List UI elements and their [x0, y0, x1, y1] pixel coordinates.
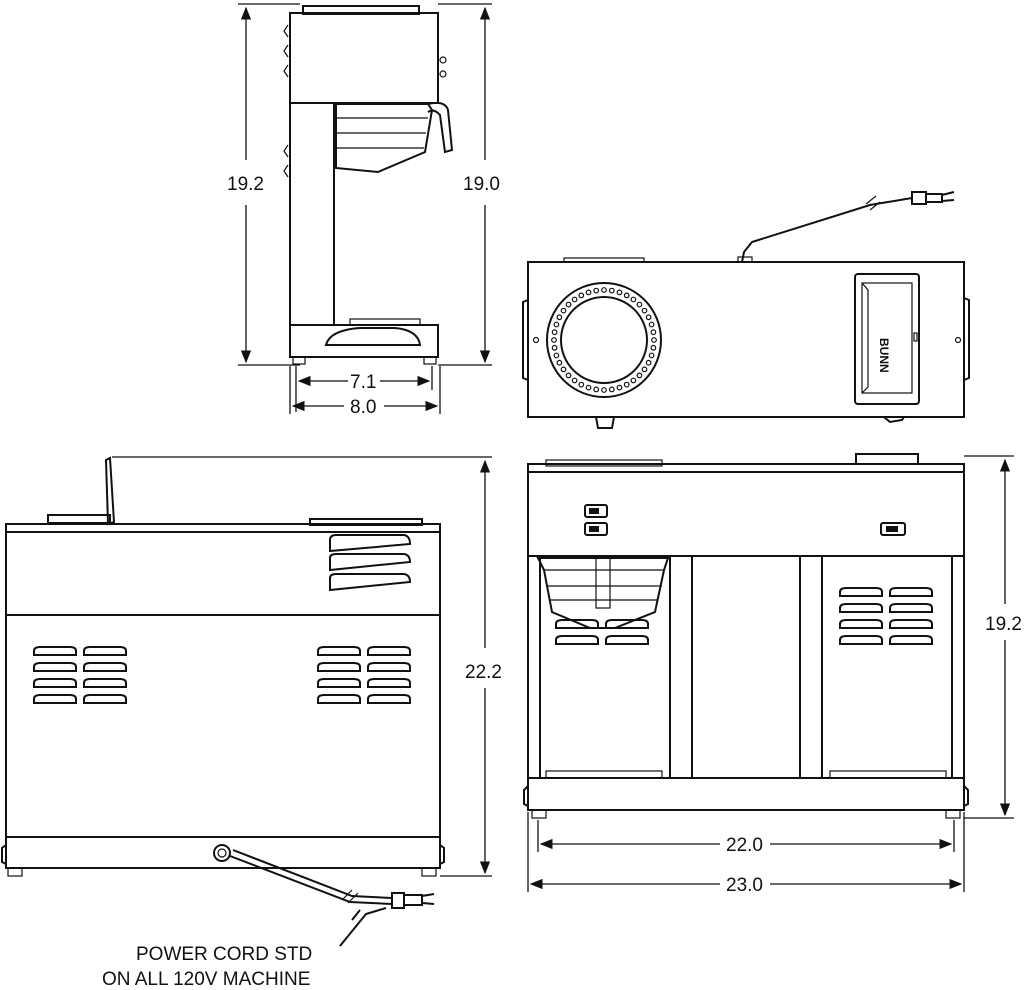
vent-slot [33, 678, 77, 688]
spray-hole [556, 359, 563, 366]
vent-slot [605, 635, 649, 645]
spray-hole [578, 292, 585, 299]
vents-right [317, 646, 411, 704]
spray-hole [623, 381, 630, 388]
vent-slot [83, 694, 127, 704]
depth-label: 22.2 [465, 662, 502, 683]
vent-slot [83, 646, 127, 656]
spray-hole [636, 372, 643, 379]
vent-slot [33, 694, 77, 704]
vent-slot [889, 587, 933, 597]
vent-slot [889, 635, 933, 645]
vent-slot [839, 603, 883, 613]
spray-hole [601, 387, 607, 393]
vents-left [33, 646, 127, 704]
spray-hole [553, 321, 560, 328]
front-dimensions: 19.2 22.0 23.0 [527, 455, 1022, 896]
spray-hole [556, 314, 563, 321]
vent-slot [317, 646, 361, 656]
spray-hole [571, 377, 578, 384]
spray-hole [601, 287, 607, 293]
narrow-side-view [283, 5, 454, 365]
vent-slot [83, 662, 127, 672]
vent-slot [367, 662, 411, 672]
spray-hole [608, 287, 615, 294]
spray-hole [565, 372, 572, 379]
vent-slot [367, 646, 411, 656]
vent-slot [367, 678, 411, 688]
vent-slot [605, 619, 649, 629]
vent-slot [33, 646, 77, 656]
spray-hole [650, 344, 657, 351]
note-line2: ON ALL 120V MACHINE [102, 969, 310, 990]
spray-hole [565, 301, 572, 308]
vent-slot [889, 603, 933, 613]
spray-hole [608, 386, 615, 393]
long-side-dimensions: 22.2 [112, 456, 502, 877]
spray-hole [636, 301, 643, 308]
spray-hole [630, 296, 637, 303]
spray-hole [616, 289, 623, 296]
narrow-side-dimensions: 19.2 19.0 7.1 8.0 [227, 3, 500, 418]
vent-slot [555, 635, 599, 645]
height-body-label: 19.0 [463, 174, 500, 195]
spray-hole [551, 329, 558, 336]
vent-slot [889, 619, 933, 629]
spray-hole [648, 321, 655, 328]
width-body-label: 8.0 [350, 397, 376, 418]
spray-hole [593, 386, 600, 393]
spray-hole [645, 359, 652, 366]
note-line1: POWER CORD STD [136, 944, 312, 965]
vents-front-left [555, 619, 649, 645]
spray-hole [616, 384, 623, 391]
spray-holes [551, 287, 657, 393]
vent-slot [555, 619, 599, 629]
vent-slot [33, 662, 77, 672]
spray-hole [551, 337, 557, 343]
spray-hole [641, 307, 648, 314]
spray-hole [645, 314, 652, 321]
spray-hole [560, 366, 567, 373]
spray-hole [571, 296, 578, 303]
vent-slot [83, 678, 127, 688]
vents-front-right [839, 587, 933, 645]
height-total-label: 19.2 [227, 174, 264, 195]
spray-hole [650, 329, 657, 336]
spray-hole [578, 381, 585, 388]
spray-hole [630, 377, 637, 384]
vent-slot [367, 694, 411, 704]
width-feet-label: 7.1 [350, 372, 376, 393]
spray-hole [553, 352, 560, 359]
front-view [523, 453, 969, 819]
front-width-total-label: 23.0 [726, 875, 763, 896]
vent-slot [839, 619, 883, 629]
spray-hole [593, 287, 600, 294]
front-width-feet-label: 22.0 [726, 835, 763, 856]
spray-hole [585, 384, 592, 391]
power-cord-note: POWER CORD STD ON ALL 120V MACHINE [102, 944, 312, 990]
spray-hole [623, 292, 630, 299]
front-height-label: 19.2 [985, 614, 1022, 635]
brand-label: BUNN [877, 338, 891, 373]
spray-hole [648, 352, 655, 359]
vent-slot [839, 587, 883, 597]
spray-hole [551, 344, 558, 351]
vent-slot [317, 662, 361, 672]
spray-hole [641, 366, 648, 373]
spray-hole [651, 337, 657, 343]
vent-slot [317, 678, 361, 688]
spray-hole [560, 307, 567, 314]
long-side-view [1, 456, 445, 947]
spray-hole [585, 289, 592, 296]
vent-slot [839, 635, 883, 645]
top-view: BUNN [522, 191, 970, 429]
vent-slot [317, 694, 361, 704]
